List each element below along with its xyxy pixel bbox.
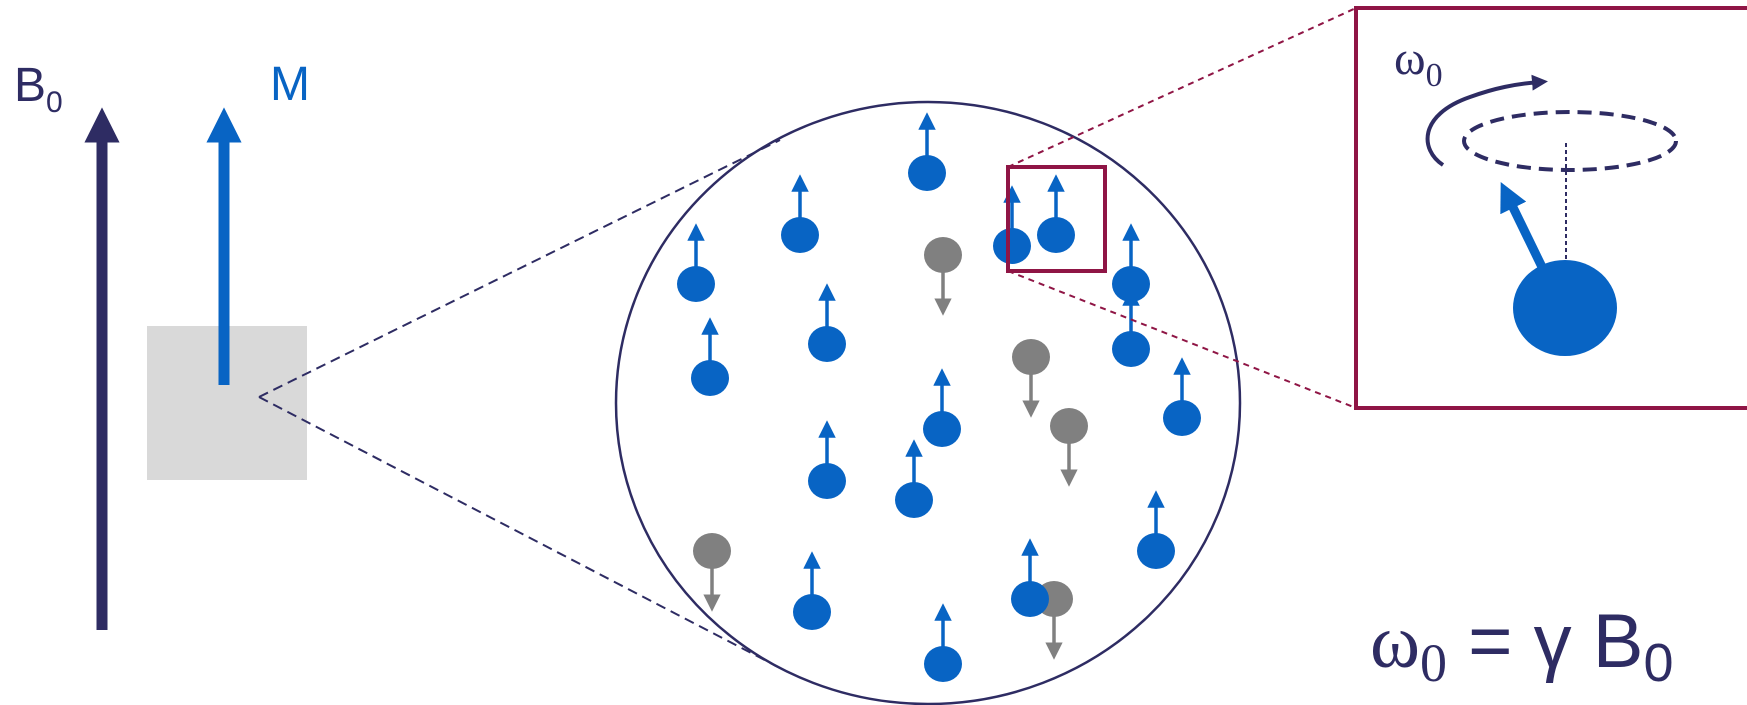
spin-ball bbox=[677, 266, 715, 302]
spin-ball bbox=[693, 533, 731, 569]
spin-up bbox=[677, 223, 715, 302]
spin-up bbox=[895, 439, 933, 518]
omega0-subscript: 0 bbox=[1426, 57, 1443, 94]
spin-ball bbox=[1112, 266, 1150, 302]
spin-ball bbox=[924, 646, 962, 682]
spin-ball bbox=[793, 594, 831, 630]
spin-up bbox=[808, 283, 846, 362]
b0-label-symbol: B bbox=[14, 59, 46, 112]
spin-ball bbox=[808, 326, 846, 362]
spin-up bbox=[781, 174, 819, 253]
spin-up bbox=[923, 368, 961, 447]
spin-up bbox=[691, 317, 729, 396]
spin-ball bbox=[923, 411, 961, 447]
omega0-symbol: ω bbox=[1394, 32, 1426, 85]
spin-up bbox=[993, 185, 1031, 264]
spin-down bbox=[1050, 408, 1088, 487]
spin-ensemble-circle bbox=[614, 100, 1242, 705]
spin-up bbox=[1011, 538, 1049, 617]
equation-b-subscript: 0 bbox=[1643, 633, 1673, 693]
spin-ensemble bbox=[677, 112, 1201, 682]
equation-equals-gamma: = γ bbox=[1447, 599, 1593, 684]
spin-ball bbox=[1137, 533, 1175, 569]
equation-omega: ω bbox=[1370, 600, 1420, 684]
spin-ball bbox=[1163, 400, 1201, 436]
spin-up bbox=[1163, 357, 1201, 436]
spin-up bbox=[1112, 223, 1150, 302]
omega0-label: ω0 bbox=[1394, 32, 1443, 94]
spin-ball bbox=[1012, 339, 1050, 375]
precession-rotation-arrow bbox=[1425, 74, 1548, 167]
precession-diagram: ω0 bbox=[1394, 32, 1678, 356]
spin-down bbox=[693, 533, 731, 612]
spin-ball bbox=[1112, 331, 1150, 367]
spin-up bbox=[1037, 174, 1075, 253]
zoom-lines-inset bbox=[1007, 7, 1357, 409]
precessing-spin-arrow bbox=[1500, 182, 1547, 269]
spin-ball bbox=[1050, 408, 1088, 444]
b0-label: B0 bbox=[14, 59, 63, 119]
spin-ball bbox=[924, 237, 962, 273]
spin-up bbox=[1137, 490, 1175, 569]
spin-down bbox=[924, 237, 962, 316]
equation-omega-subscript: 0 bbox=[1420, 633, 1447, 693]
spin-ball bbox=[895, 482, 933, 518]
spin-ball bbox=[808, 463, 846, 499]
spin-down bbox=[1012, 339, 1050, 418]
spin-ball bbox=[1037, 217, 1075, 253]
spin-ball bbox=[908, 155, 946, 191]
spin-up bbox=[808, 420, 846, 499]
spin-up bbox=[1112, 288, 1150, 367]
larmor-equation: ω0 = γ B0 bbox=[1370, 599, 1674, 693]
spin-up bbox=[793, 551, 831, 630]
precessing-spin-ball bbox=[1513, 260, 1617, 356]
m-label: M bbox=[270, 58, 310, 111]
spin-ball bbox=[1011, 581, 1049, 617]
b0-label-subscript: 0 bbox=[46, 86, 63, 119]
spin-ball bbox=[691, 360, 729, 396]
spin-up bbox=[924, 603, 962, 682]
zoom-lines-sample bbox=[258, 139, 781, 669]
spin-ball bbox=[781, 217, 819, 253]
precession-cone-ellipse bbox=[1462, 110, 1678, 172]
spin-up bbox=[908, 112, 946, 191]
spin-ball bbox=[993, 228, 1031, 264]
equation-b: B bbox=[1593, 599, 1644, 684]
highlight-box bbox=[1006, 165, 1107, 273]
